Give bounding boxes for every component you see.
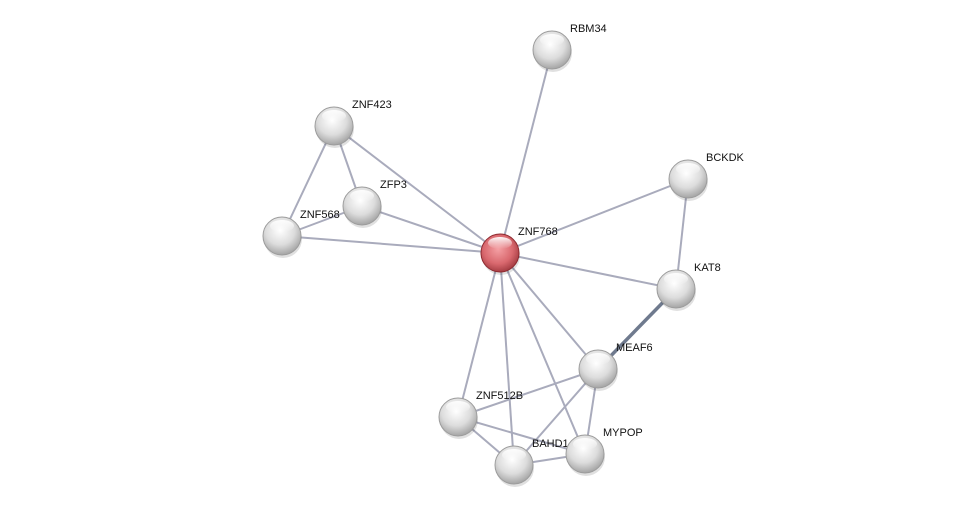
bubble-highlight (573, 438, 597, 450)
node-label: MYPOP (603, 427, 643, 439)
edge-znf768-zfp3[interactable] (361, 205, 501, 254)
node-label: BAHD1 (532, 438, 569, 450)
edge-znf423-znf568[interactable] (281, 125, 335, 237)
node-label: ZNF568 (300, 209, 340, 221)
edge-znf768-mypop[interactable] (499, 252, 586, 455)
node-bahd1[interactable]: BAHD1 (494, 438, 569, 487)
edge-znf768-znf423[interactable] (333, 125, 501, 254)
edge-znf768-kat8[interactable] (499, 252, 677, 290)
node-label: ZNF512B (476, 390, 523, 402)
node-zfp3[interactable]: ZFP3 (342, 179, 407, 228)
node-label: ZNF423 (352, 99, 392, 111)
node-znf423[interactable]: ZNF423 (314, 99, 392, 148)
bubble-highlight (586, 353, 610, 365)
node-bckdk[interactable]: BCKDK (668, 152, 745, 201)
node-rbm34[interactable]: RBM34 (532, 23, 607, 72)
bubble-highlight (446, 401, 470, 413)
bubble-highlight (322, 110, 346, 122)
edge-znf768-bahd1[interactable] (499, 252, 515, 466)
edge-meaf6-bahd1[interactable] (513, 368, 599, 466)
node-kat8[interactable]: KAT8 (656, 262, 721, 311)
node-znf768-query[interactable]: ZNF768 (480, 226, 558, 275)
bubble-highlight (502, 449, 526, 461)
node-label: ZFP3 (380, 179, 407, 191)
edge-znf768-rbm34[interactable] (499, 49, 553, 254)
edge-znf768-bckdk[interactable] (499, 178, 689, 254)
node-mypop[interactable]: MYPOP (565, 427, 643, 476)
node-label: MEAF6 (616, 342, 653, 354)
edge-znf768-znf568[interactable] (281, 235, 501, 254)
bubble-highlight (540, 34, 564, 46)
bubble-highlight (664, 273, 688, 285)
bubble-highlight (270, 220, 294, 232)
edge-znf768-meaf6[interactable] (499, 252, 599, 370)
node-znf568[interactable]: ZNF568 (262, 209, 340, 258)
node-layer: RBM34 ZNF423 ZFP3 ZNF568 ZNF768 BCKDK KA… (262, 23, 745, 487)
edge-znf768-znf512b[interactable] (457, 252, 501, 418)
edge-znf512b-mypop[interactable] (457, 416, 586, 455)
edge-meaf6-znf512b[interactable] (457, 368, 599, 418)
node-znf512b[interactable]: ZNF512B (438, 390, 523, 439)
node-label: ZNF768 (518, 226, 558, 238)
node-label: RBM34 (570, 23, 607, 35)
node-meaf6[interactable]: MEAF6 (578, 342, 653, 391)
bubble-highlight (676, 163, 700, 175)
bubble-highlight (350, 190, 374, 202)
node-label: KAT8 (694, 262, 721, 274)
bubble-highlight (488, 237, 512, 249)
node-label: BCKDK (706, 152, 745, 164)
